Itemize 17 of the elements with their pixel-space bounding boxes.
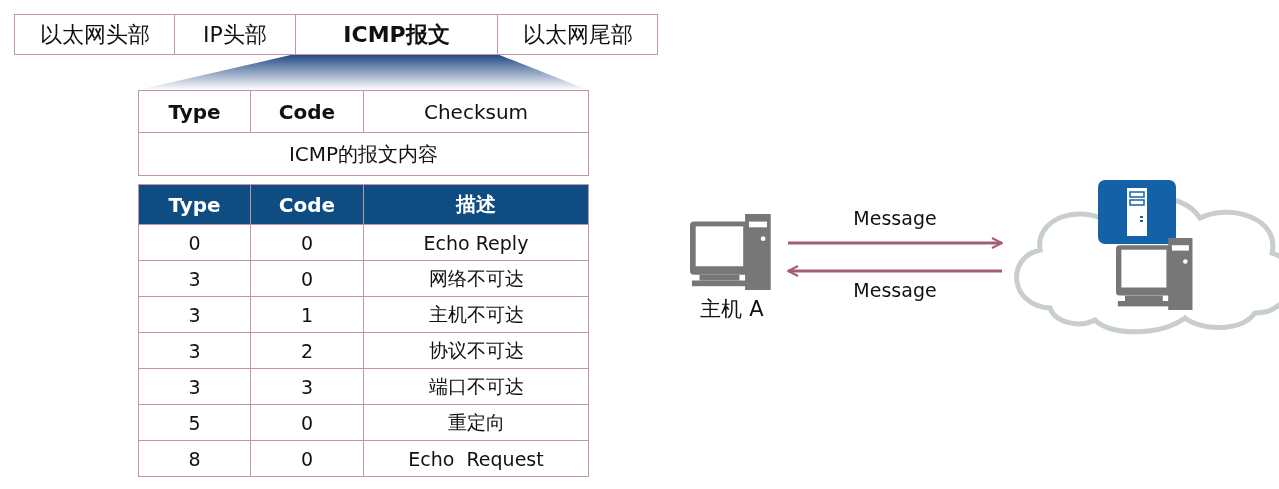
- table-cell: Echo Request: [363, 440, 589, 477]
- header-field: Type: [138, 90, 251, 133]
- frame-field: IP头部: [174, 14, 296, 55]
- arrow: [788, 237, 1003, 249]
- table-header-cell: Type: [138, 184, 251, 225]
- table-header-cell: 描述: [363, 184, 589, 225]
- arrow: [787, 265, 1002, 277]
- table-cell: 8: [138, 440, 251, 477]
- edge-label: Message: [852, 279, 938, 301]
- header-field: Checksum: [363, 90, 589, 133]
- host-label: 主机 A: [699, 296, 765, 323]
- payload-field: ICMP的报文内容: [138, 132, 589, 176]
- table-header-cell: Code: [250, 184, 364, 225]
- frame-field: 以太网头部: [14, 14, 175, 55]
- frame-field: ICMP报文: [295, 14, 498, 55]
- edge-label: Message: [852, 207, 938, 229]
- frame-field: 以太网尾部: [497, 14, 658, 55]
